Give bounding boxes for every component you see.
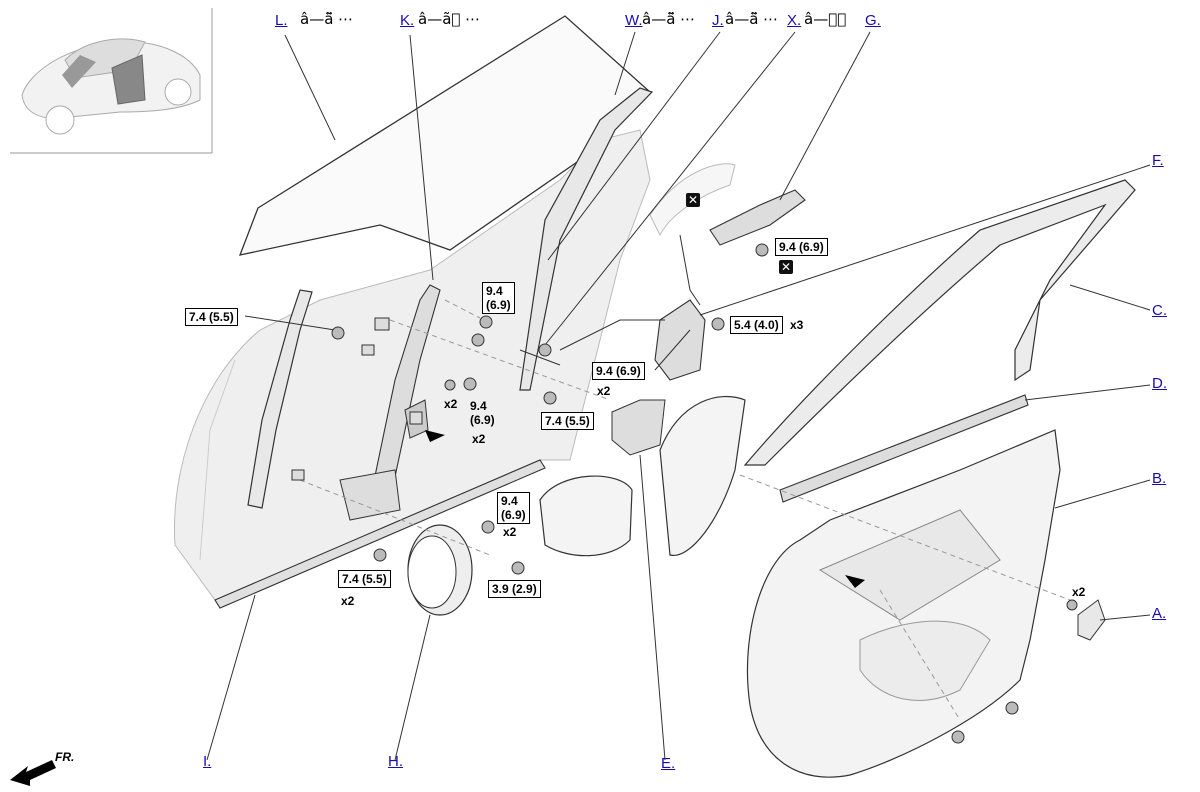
fasteners — [331, 243, 1078, 744]
outer-handle — [709, 189, 806, 246]
front-arrow-icon — [10, 760, 56, 786]
garbled-text: â—ãᷞ ⋯ — [418, 10, 481, 28]
callout-F[interactable]: F. — [1152, 152, 1164, 169]
torque-value: 9.4 (6.9) — [467, 398, 498, 428]
front-direction-label: FR. — [55, 750, 75, 764]
clips — [291, 317, 423, 481]
quantity-label: x2 — [444, 397, 458, 411]
vehicle-inset — [10, 8, 213, 154]
callout-E[interactable]: E. — [661, 755, 676, 772]
garbled-text: â—ã̃ ⋯ — [300, 10, 354, 28]
torque-value: 9.4 (6.9) — [497, 492, 530, 524]
callout-X[interactable]: X. — [787, 12, 802, 29]
torque-value: 9.4 (6.9) — [775, 238, 828, 256]
torque-line: 9.4 — [486, 284, 503, 298]
trim-cap — [1077, 599, 1106, 641]
callout-W[interactable]: W. — [625, 12, 643, 29]
torque-line: (6.9) — [501, 508, 526, 522]
front-sash — [247, 289, 313, 509]
callout-B[interactable]: B. — [1152, 470, 1167, 487]
torque-line: 9.4 — [501, 494, 518, 508]
quantity-label: x2 — [472, 432, 486, 446]
torque-value: 7.4 (5.5) — [185, 308, 238, 326]
arrow-marker-icon — [845, 575, 865, 588]
callout-L[interactable]: L. — [275, 12, 288, 29]
leader-lines — [206, 31, 1151, 761]
torque-value: 5.4 (4.0) — [730, 316, 783, 334]
torque-line: 9.4 — [470, 399, 487, 413]
torque-value: 7.4 (5.5) — [541, 412, 594, 430]
torque-line: (6.9) — [470, 413, 495, 427]
callout-I[interactable]: I. — [203, 753, 212, 770]
callout-K[interactable]: K. — [400, 12, 415, 29]
torque-value: 9.4 (6.9) — [482, 282, 515, 314]
cover-panel-large — [659, 395, 746, 556]
torque-value: 7.4 (5.5) — [338, 570, 391, 588]
callout-A[interactable]: A. — [1152, 605, 1167, 622]
callout-C[interactable]: C. — [1152, 302, 1167, 319]
door-molding — [214, 459, 546, 609]
run-channel — [519, 87, 654, 391]
torque-value: 3.9 (2.9) — [488, 580, 541, 598]
garbled-text: â—ᷞᷞ — [804, 10, 847, 28]
quantity-label: x2 — [597, 384, 611, 398]
inner-weatherstrip — [779, 394, 1029, 503]
callout-J[interactable]: J. — [712, 12, 724, 29]
sash-trim — [743, 179, 1136, 466]
quantity-label: x2 — [1072, 585, 1086, 599]
guide-lines — [299, 299, 1071, 721]
garbled-text: â—ã̃ ⋯ — [642, 10, 696, 28]
callout-G[interactable]: G. — [865, 12, 881, 29]
torque-value: 9.4 (6.9) — [592, 362, 645, 380]
replace-mark-icon: ✕ — [779, 260, 793, 274]
garbled-text: â—ã̃ ⋯ — [725, 10, 779, 28]
replace-mark-icon: ✕ — [686, 193, 700, 207]
arrow-marker-icon — [425, 430, 445, 442]
quantity-label: x2 — [341, 594, 355, 608]
door-latch — [654, 299, 706, 381]
quantity-label: x3 — [790, 318, 804, 332]
cover-panel-small — [539, 475, 633, 557]
quantity-label: x2 — [503, 525, 517, 539]
callout-D[interactable]: D. — [1152, 375, 1167, 392]
callout-H[interactable]: H. — [388, 753, 403, 770]
torque-line: (6.9) — [486, 298, 511, 312]
